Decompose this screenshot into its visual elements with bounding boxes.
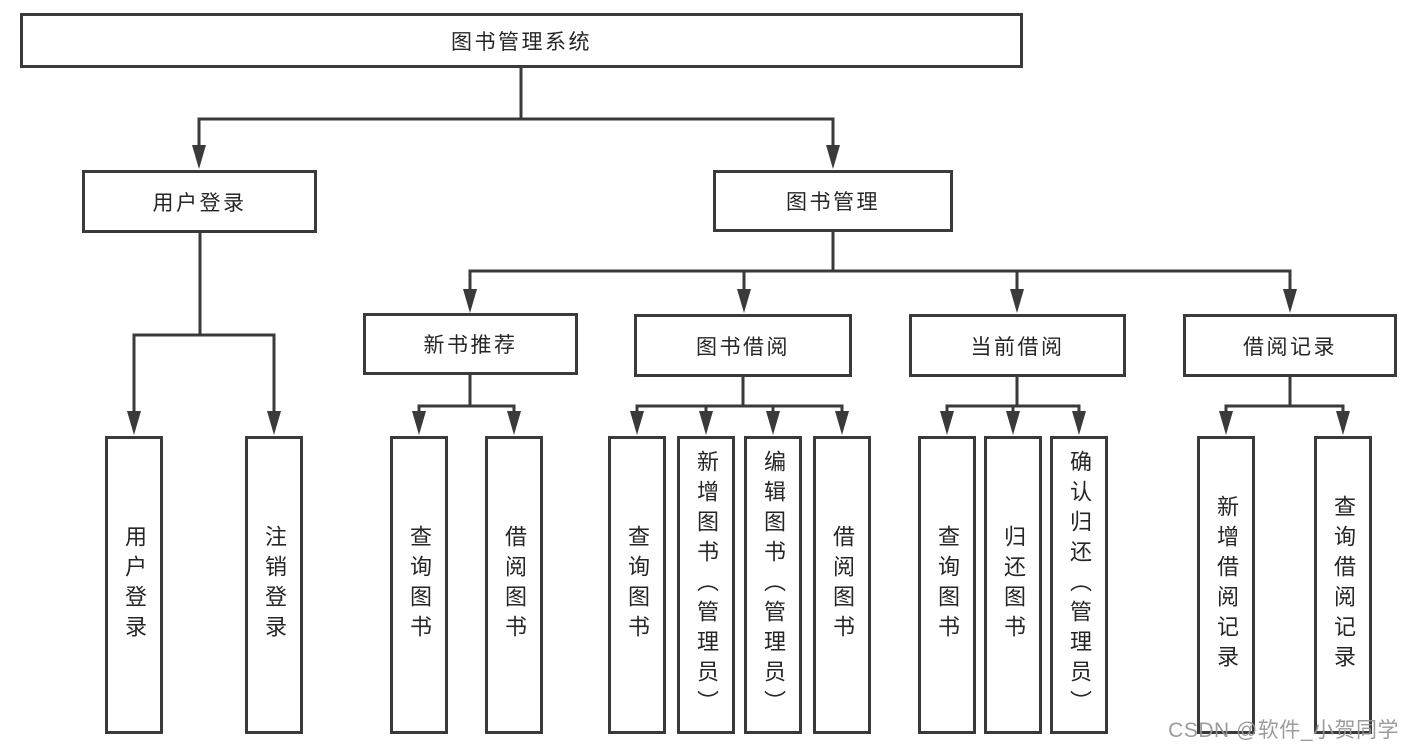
leaf-logout-label: 注销登录 [262, 525, 287, 645]
leaf-borrow-books-1-label: 借阅图书 [502, 525, 527, 645]
node-book-borrow-label: 图书借阅 [696, 335, 790, 359]
leaf-user-login: 用户登录 [105, 436, 163, 734]
leaf-add-borrow-record-label: 新增借阅记录 [1214, 495, 1239, 675]
node-user-login-label: 用户登录 [152, 191, 247, 215]
leaf-borrow-books-2-label: 借阅图书 [830, 525, 855, 645]
leaf-query-borrow-record: 查询借阅记录 [1314, 436, 1372, 734]
csdn-watermark: CSDN @软件_小贺同学 [1168, 719, 1399, 742]
leaf-edit-books-admin-label: 编辑图书（管理员） [761, 450, 786, 720]
node-current-borrow: 当前借阅 [909, 314, 1126, 377]
node-book-borrow: 图书借阅 [634, 314, 852, 377]
leaf-return-books-label: 归还图书 [1001, 525, 1026, 645]
node-root-label: 图书管理系统 [451, 30, 592, 54]
node-borrow-records: 借阅记录 [1183, 314, 1397, 377]
leaf-user-login-label: 用户登录 [122, 525, 147, 645]
leaf-query-books-1-label: 查询图书 [407, 525, 432, 645]
leaf-query-books-3-label: 查询图书 [935, 525, 960, 645]
leaf-query-borrow-record-label: 查询借阅记录 [1331, 495, 1356, 675]
node-borrow-records-label: 借阅记录 [1243, 335, 1337, 359]
leaf-return-books: 归还图书 [984, 436, 1042, 734]
leaf-query-books-2: 查询图书 [608, 436, 666, 734]
leaf-borrow-books-1: 借阅图书 [485, 436, 543, 734]
node-new-book-recommend: 新书推荐 [363, 313, 578, 375]
node-user-login: 用户登录 [82, 170, 317, 233]
leaf-add-borrow-record: 新增借阅记录 [1197, 436, 1255, 734]
leaf-confirm-return-admin: 确认归还（管理员） [1050, 436, 1108, 734]
node-new-book-recommend-label: 新书推荐 [423, 334, 518, 357]
node-root: 图书管理系统 [20, 13, 1023, 68]
leaf-query-books-2-label: 查询图书 [625, 525, 650, 645]
node-book-management: 图书管理 [713, 170, 953, 232]
leaf-edit-books-admin: 编辑图书（管理员） [744, 436, 802, 734]
leaf-add-books-admin: 新增图书（管理员） [677, 436, 735, 734]
arrowheads [127, 145, 1350, 435]
leaf-query-books-3: 查询图书 [918, 436, 976, 734]
leaf-borrow-books-2: 借阅图书 [813, 436, 871, 734]
leaf-logout: 注销登录 [245, 436, 303, 734]
node-book-management-label: 图书管理 [786, 191, 880, 214]
leaf-add-books-admin-label: 新增图书（管理员） [694, 450, 719, 720]
leaf-confirm-return-admin-label: 确认归还（管理员） [1067, 450, 1092, 720]
leaf-query-books-1: 查询图书 [390, 436, 448, 734]
node-current-borrow-label: 当前借阅 [970, 335, 1065, 359]
